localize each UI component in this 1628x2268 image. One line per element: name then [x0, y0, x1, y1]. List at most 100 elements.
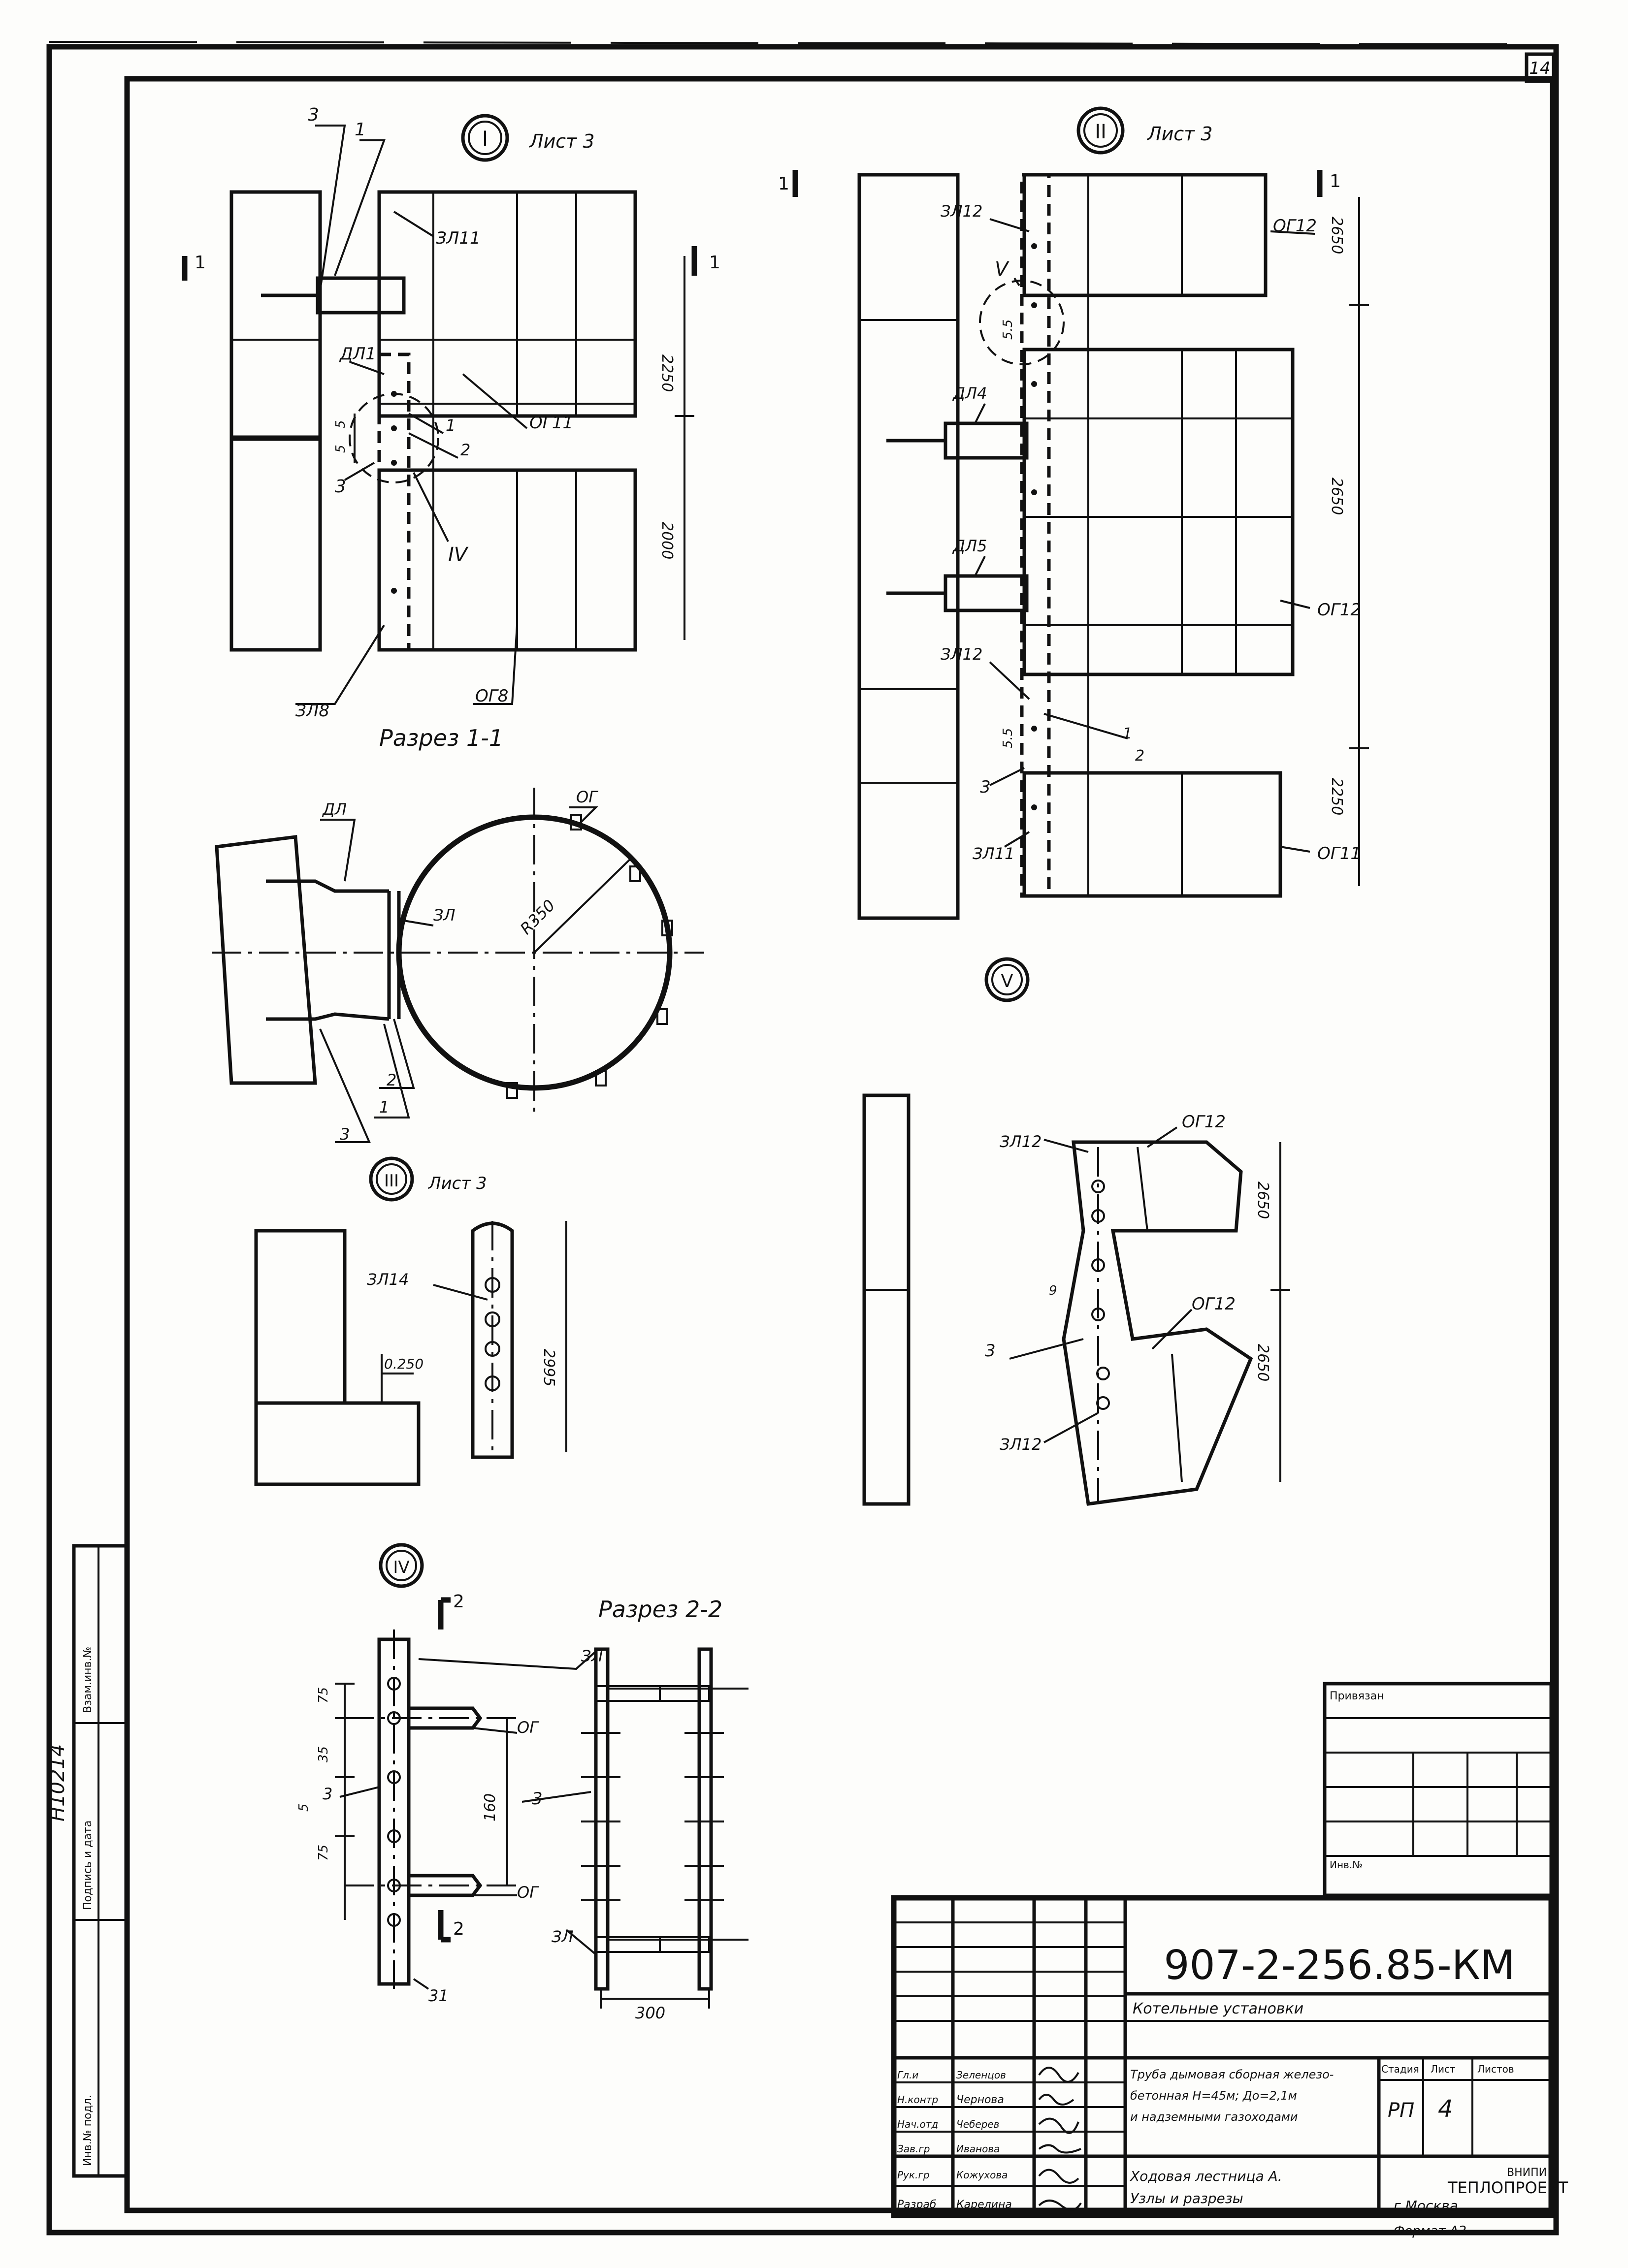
v3-level: 0.250: [384, 1356, 423, 1372]
v2-callout-3: 3: [980, 777, 991, 797]
side-stamp-sign: Подпись и дата: [82, 1821, 94, 1910]
v2-callout-og11: ОГ11: [1317, 844, 1361, 863]
v3-dim-2995: 2995: [540, 1349, 557, 1386]
view-1: I Лист 3 1 1: [182, 105, 720, 721]
v4-dim-300: 300: [635, 2004, 665, 2022]
v4-cut-top: 2: [453, 1592, 464, 1612]
role-2: Нач.отд: [897, 2118, 938, 2130]
v2-callout-zl12b: ЗЛ12: [941, 645, 982, 664]
side-stamp-inv: Инв.№ подл.: [82, 2095, 94, 2166]
name-1: Чернова: [956, 2094, 1004, 2106]
v1-callout-3b: 3: [335, 477, 346, 497]
description-line-3: и надземными газоходами: [1130, 2110, 1298, 2124]
sheets-label: Листов: [1477, 2063, 1514, 2075]
view-1-marker: [461, 114, 509, 162]
v1-callout-og11: ОГ11: [529, 413, 573, 433]
name-0: Зеленцов: [956, 2069, 1006, 2081]
v4-dim-5: 5: [296, 1803, 311, 1812]
view-2: II Лист 3 1 1: [778, 106, 1369, 920]
role-5: Разраб: [897, 2199, 936, 2211]
v2-cut-left: 1: [778, 174, 789, 194]
title-block: 907-2-256.85-КМ Котельные установки Труб…: [891, 1895, 1568, 2218]
s1-callout-3: 3: [340, 1125, 350, 1144]
name-3: Иванова: [956, 2143, 1000, 2155]
v4-dim-75b: 75: [316, 1845, 331, 1861]
v5-callout-og12a: ОГ12: [1182, 1112, 1226, 1132]
v5-dim-2650a: 2650: [1254, 1182, 1271, 1219]
v1-callout-og8: ОГ8: [475, 686, 508, 706]
v1-callout-2: 2: [460, 441, 470, 459]
org-line-1: ВНИПИ: [1507, 2167, 1547, 2179]
side-stamp-replace: Взам.инв.№: [82, 1647, 94, 1713]
org-line-3: г.Москва: [1394, 2198, 1458, 2214]
section-1-title: Разрез 1-1: [379, 725, 503, 751]
section-1-1: ДЛ ОГ ЗЛ R350 2 1 3: [212, 788, 704, 1144]
description-line-2: бетонная Н=45м; До=2,1м: [1130, 2089, 1297, 2103]
stage-label: Стадия: [1381, 2063, 1419, 2075]
v5-dim-2650b: 2650: [1254, 1344, 1271, 1381]
view-3-ref: Лист 3: [427, 1174, 487, 1193]
page-number: 14: [1529, 59, 1550, 78]
v5-dim-9: 9: [1049, 1283, 1057, 1298]
v5-callout-zl12b: ЗЛ12: [1000, 1435, 1042, 1454]
s1-callout-zl: ЗЛ: [433, 906, 456, 925]
outer-frame: [46, 44, 1559, 2236]
v2-callout-zl11: ЗЛ11: [973, 844, 1014, 863]
inner-frame: [124, 76, 1556, 2213]
top-edge-line: [49, 41, 1527, 45]
view-5: V ОГ12 ЗЛ12 ОГ12 3 ЗЛ12 2650 2650 9: [862, 957, 1290, 1506]
v2-callout-og12b: ОГ12: [1317, 600, 1361, 620]
v2-callout-1: 1: [1123, 725, 1132, 742]
sheet-number: 4: [1438, 2095, 1453, 2123]
v4-callout-zl: ЗЛ: [581, 1647, 603, 1665]
v5-callout-og12b: ОГ12: [1192, 1294, 1236, 1314]
view-4: IV Разрез 2-2 2 2 75 35 5 75 160: [296, 1543, 749, 2022]
s1-callout-1: 1: [379, 1098, 389, 1117]
v1-dim-2000: 2000: [658, 522, 676, 559]
v2-dim-2650a: 2650: [1328, 217, 1345, 254]
v4-callout-3: 3: [532, 1789, 543, 1809]
name-4: Кожухова: [956, 2169, 1008, 2181]
role-0: Гл.и: [897, 2069, 918, 2081]
v2-dim-2650b: 2650: [1328, 478, 1345, 515]
view-5-roman: V: [1001, 971, 1013, 991]
v2-callout-v: V: [995, 258, 1009, 281]
v2-dim-2250: 2250: [1328, 778, 1345, 815]
v5-callout-3: 3: [985, 1341, 996, 1361]
v3-callout-zl14: ЗЛ14: [367, 1270, 409, 1289]
side-stamp: Инв.№ подл. Подпись и дата Взам.инв.№: [72, 1544, 129, 2178]
v2-callout-zl12a: ЗЛ12: [941, 202, 982, 221]
v4-callout-og1: ОГ: [517, 1718, 539, 1737]
approval-inv: Инв.№: [1330, 1859, 1363, 1871]
v1-callout-zl8: ЗЛ8: [295, 701, 329, 721]
v1-callout-dl1: ДЛ1: [339, 344, 376, 364]
v5-callout-zl12a: ЗЛ12: [1000, 1132, 1042, 1151]
role-4: Рук.гр: [897, 2169, 930, 2181]
name-2: Чеберев: [956, 2118, 999, 2130]
v2-callout-dl4: ДЛ4: [952, 384, 987, 403]
v1-dim-5a: 5: [333, 420, 348, 428]
view-3-roman: III: [384, 1171, 399, 1191]
project-title: Котельные установки: [1133, 2000, 1303, 2017]
page-number-box: 14: [1525, 52, 1556, 83]
v4-callout-31: 31: [428, 1986, 449, 2005]
approval-title: Привязан: [1330, 1690, 1384, 1702]
view-2-ref: Лист 3: [1146, 123, 1213, 145]
s1-callout-og: ОГ: [576, 788, 598, 806]
v2-cut-right: 1: [1330, 171, 1341, 192]
v4-dim-35: 35: [316, 1746, 331, 1762]
description-line-1: Труба дымовая сборная железо-: [1130, 2068, 1334, 2081]
v4-cut-bottom: 2: [453, 1919, 464, 1939]
sheet-title-line-1: Ходовая лестница А.: [1129, 2168, 1282, 2184]
v1-callout-1b: 1: [446, 416, 456, 435]
approval-box: Привязан Инв.№: [1323, 1682, 1553, 1897]
v4-dim-160: 160: [482, 1793, 499, 1821]
v4-dim-75a: 75: [316, 1687, 331, 1703]
v2-callout-2: 2: [1135, 747, 1144, 765]
role-3: Зав.гр: [897, 2143, 930, 2155]
v1-cut-left: 1: [195, 253, 206, 273]
v2-dim-5-5a: 5.5: [1001, 319, 1015, 340]
s1-callout-dl: ДЛ: [322, 800, 347, 819]
name-5: Карелина: [956, 2199, 1012, 2211]
